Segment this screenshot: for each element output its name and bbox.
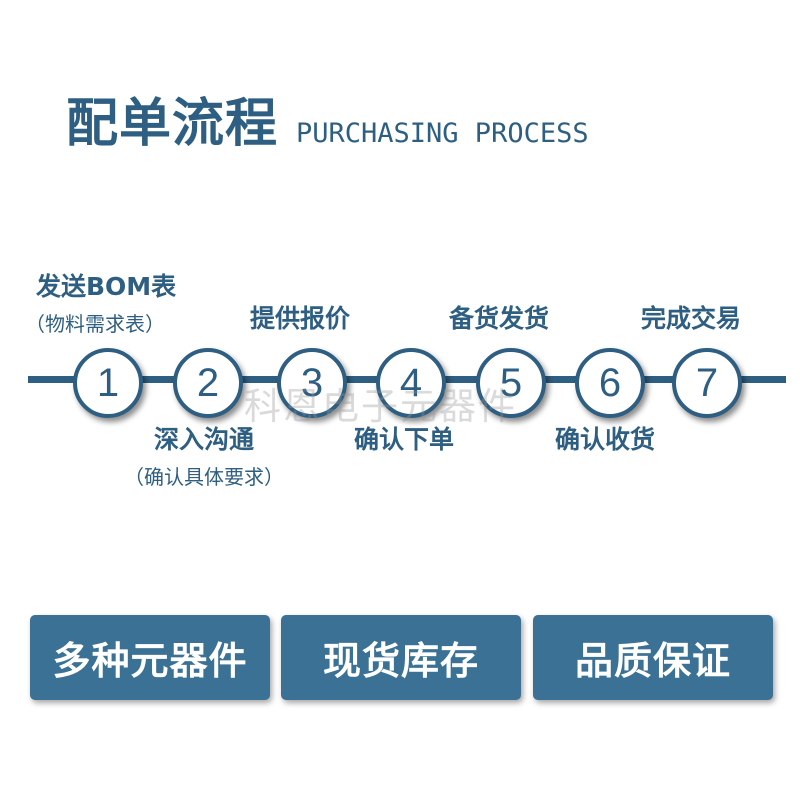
step-7-number: 7	[695, 361, 719, 405]
step-3-number: 3	[300, 361, 324, 405]
step-6-label: 确认收货	[555, 425, 656, 454]
step-2-number: 2	[196, 361, 220, 405]
step-5-circle: 5	[476, 348, 546, 418]
step-6-number: 6	[598, 361, 622, 405]
watermark: 科恩电子元器件	[244, 385, 517, 428]
step-5-number: 5	[499, 361, 523, 405]
page-subtitle: PURCHASING PROCESS	[296, 118, 589, 149]
step-4-number: 4	[399, 361, 423, 405]
step-1-circle: 1	[73, 348, 143, 418]
step-2-circle: 2	[173, 348, 243, 418]
step-4-label: 确认下单	[354, 425, 455, 454]
step-1-sublabel: （物料需求表）	[25, 312, 165, 336]
step-5-label: 备货发货	[449, 304, 550, 333]
step-3-circle: 3	[277, 348, 347, 418]
step-7-label: 完成交易	[641, 304, 742, 333]
step-1-label: 发送BOM表	[36, 272, 177, 301]
step-1-number: 1	[96, 361, 120, 405]
feature-quality-button[interactable]: 品质保证	[533, 615, 773, 700]
feature-stock-button[interactable]: 现货库存	[281, 615, 521, 700]
feature-variety-button[interactable]: 多种元器件	[30, 615, 270, 700]
step-7-circle: 7	[672, 348, 742, 418]
step-2-sublabel: （确认具体要求）	[124, 465, 284, 489]
step-2-label: 深入沟通	[154, 425, 255, 454]
step-6-circle: 6	[575, 348, 645, 418]
step-3-label: 提供报价	[250, 304, 351, 333]
step-4-circle: 4	[376, 348, 446, 418]
page-title: 配单流程	[66, 94, 279, 154]
